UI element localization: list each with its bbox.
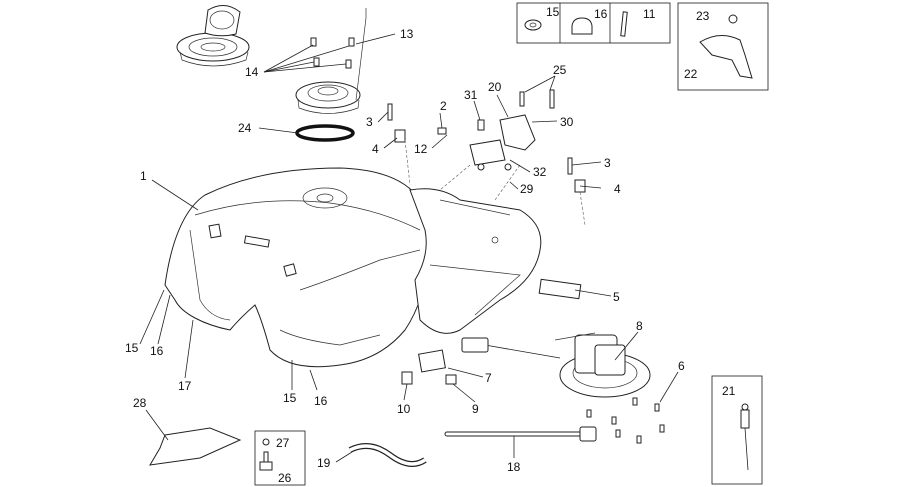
- callout-16: 16: [594, 7, 608, 21]
- callout-30: 30: [560, 115, 574, 129]
- callout-9: 9: [472, 402, 479, 416]
- callout-15: 15: [125, 341, 139, 355]
- fuel-line: [444, 426, 597, 442]
- hardware-inset-box: [516, 2, 671, 44]
- tank-hinge-bracket: [394, 114, 586, 193]
- cap-screws: [310, 37, 355, 69]
- assembly-guides: [404, 139, 586, 226]
- callout-4: 4: [372, 142, 379, 156]
- cap-divider-line: [355, 8, 367, 101]
- callout-4: 4: [614, 182, 621, 196]
- callout-27: 27: [276, 436, 290, 450]
- washer-15: [524, 19, 542, 31]
- callout-21: 21: [722, 384, 736, 398]
- callout-26: 26: [278, 471, 292, 485]
- callout-11: 11: [643, 7, 656, 21]
- tank-bracket-frame: [409, 188, 542, 334]
- fuel-cap-open: [176, 5, 250, 67]
- drain-inset-box: [254, 430, 306, 486]
- callout-12: 12: [414, 142, 428, 156]
- callout-29: 29: [520, 182, 534, 196]
- callout-32: 32: [533, 165, 547, 179]
- bracket-plate: [418, 349, 446, 373]
- callout-14: 14: [245, 65, 259, 79]
- grommet-16: [571, 17, 593, 35]
- callout-20: 20: [488, 80, 502, 94]
- bolt-head: [445, 374, 457, 385]
- callout-3: 3: [366, 115, 373, 129]
- nut-23: [728, 14, 738, 24]
- callout-17: 17: [178, 379, 192, 393]
- callout-23: 23: [696, 9, 710, 23]
- fuel-cap-closed: [295, 81, 361, 114]
- clip-nut: [401, 371, 413, 385]
- callout-5: 5: [613, 290, 620, 304]
- oring-27: [262, 438, 270, 446]
- callout-8: 8: [636, 319, 643, 333]
- callout-16: 16: [314, 394, 328, 408]
- rubber-pad: [538, 278, 582, 300]
- callout-24: 24: [238, 121, 252, 135]
- callout-1: 1: [140, 169, 147, 183]
- gasket-ring: [295, 124, 355, 142]
- callout-6: 6: [678, 359, 685, 373]
- callout-15: 15: [546, 5, 560, 19]
- foam-pad: [149, 427, 242, 466]
- bracket-inset-box: [677, 2, 769, 91]
- callout-15: 15: [283, 391, 297, 405]
- pump-bolts: [586, 397, 665, 444]
- fuel-tank: [164, 167, 431, 368]
- callout-25: 25: [553, 63, 567, 77]
- callout-2: 2: [440, 99, 447, 113]
- callout-28: 28: [133, 396, 147, 410]
- callout-3: 3: [604, 156, 611, 170]
- bracket-22: [699, 35, 753, 79]
- sensor-inset-box: [711, 375, 763, 485]
- leader-lines: [139, 33, 679, 463]
- screw-11: [620, 11, 628, 37]
- callout-16: 16: [150, 344, 164, 358]
- callout-7: 7: [485, 371, 492, 385]
- callout-10: 10: [397, 402, 411, 416]
- callout-19: 19: [317, 456, 331, 470]
- callout-13: 13: [400, 27, 414, 41]
- callout-labels: 1 2 3 3 4 4 5 6 7 8 9 10 11 12 13 14 15 …: [125, 5, 736, 485]
- fuel-pump: [461, 332, 651, 398]
- callout-31: 31: [464, 88, 478, 102]
- drain-screw-26: [259, 451, 273, 471]
- callout-22: 22: [684, 67, 698, 81]
- sensor-21: [740, 403, 750, 471]
- callout-18: 18: [507, 460, 521, 474]
